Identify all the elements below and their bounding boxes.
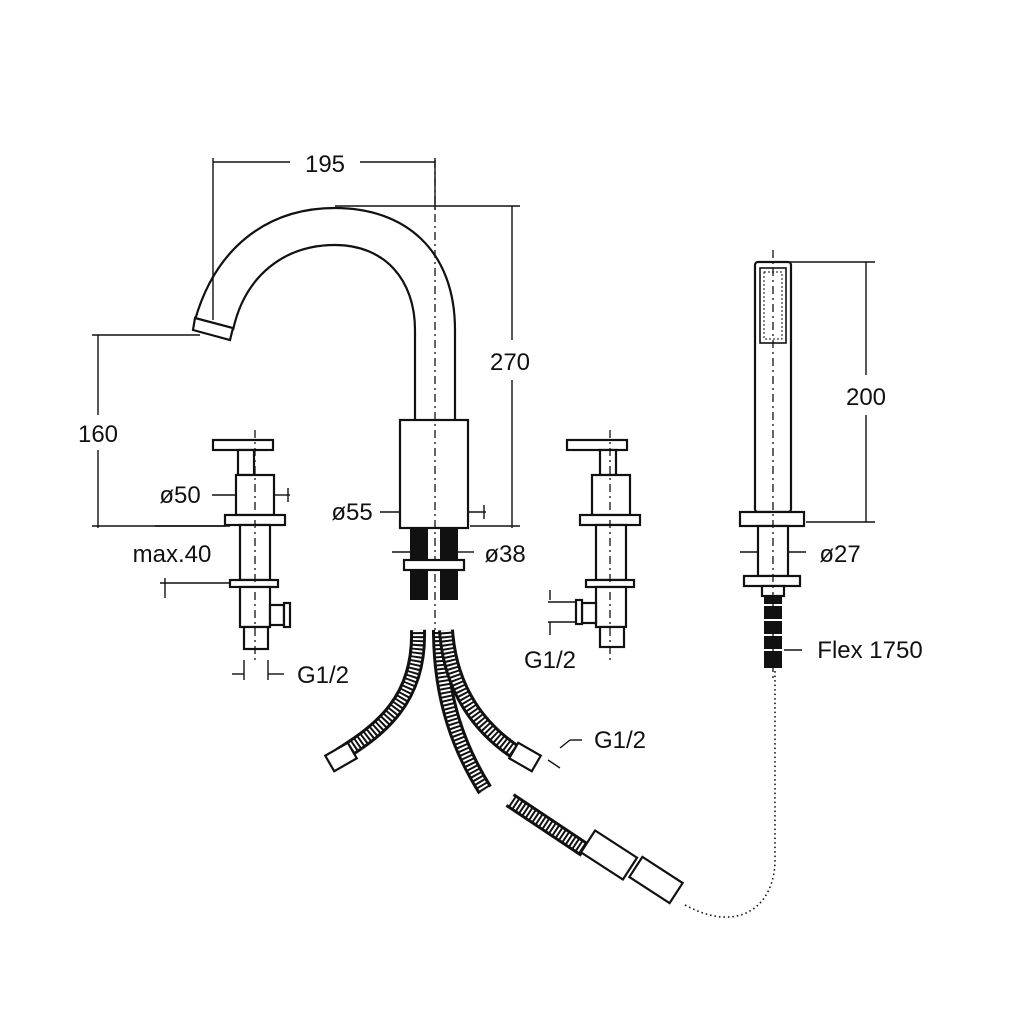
dim-g12-hose: G1/2	[594, 727, 646, 754]
dim-diameter-50: ø50	[159, 482, 200, 509]
supply-hoses	[323, 629, 776, 918]
dim-diameter-27: ø27	[819, 541, 860, 568]
dim-270: 270	[490, 349, 530, 376]
dim-flex-1750: Flex 1750	[817, 637, 922, 664]
dim-200: 200	[846, 384, 886, 411]
dim-diameter-38: ø38	[484, 541, 525, 568]
dim-195: 195	[305, 151, 345, 178]
dim-max-40: max.40	[133, 541, 212, 568]
dim-diameter-55: ø55	[331, 499, 372, 526]
dim-g12-right: G1/2	[524, 647, 576, 674]
dimension-lines	[92, 158, 875, 769]
dim-160: 160	[78, 421, 118, 448]
left-valve	[211, 430, 292, 660]
right-valve	[565, 430, 642, 660]
spout	[191, 160, 470, 640]
dim-g12-left: G1/2	[297, 662, 349, 689]
handshower	[738, 250, 806, 680]
spout-body	[398, 418, 470, 530]
